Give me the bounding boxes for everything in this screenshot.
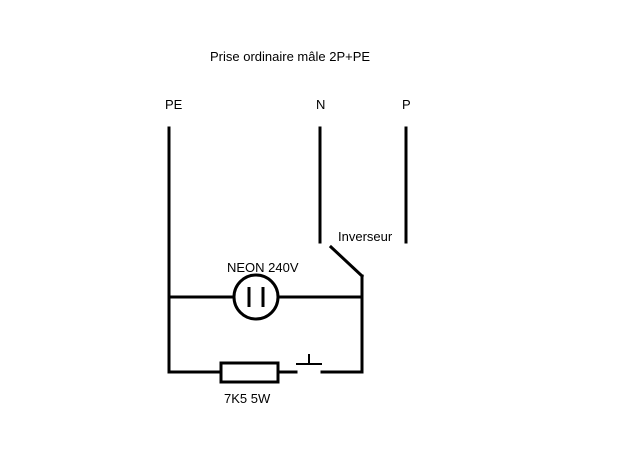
terminal-label-n: N	[316, 97, 325, 112]
neon-lamp	[232, 273, 280, 321]
diagram-title: Prise ordinaire mâle 2P+PE	[210, 49, 370, 64]
resistor-label: 7K5 5W	[224, 391, 271, 406]
switch-blade	[328, 244, 365, 279]
neon-label: NEON 240V	[227, 260, 299, 275]
switch-label: Inverseur	[338, 229, 393, 244]
resistor	[219, 361, 280, 384]
terminal-label-pe: PE	[165, 97, 183, 112]
terminal-label-p: P	[402, 97, 411, 112]
